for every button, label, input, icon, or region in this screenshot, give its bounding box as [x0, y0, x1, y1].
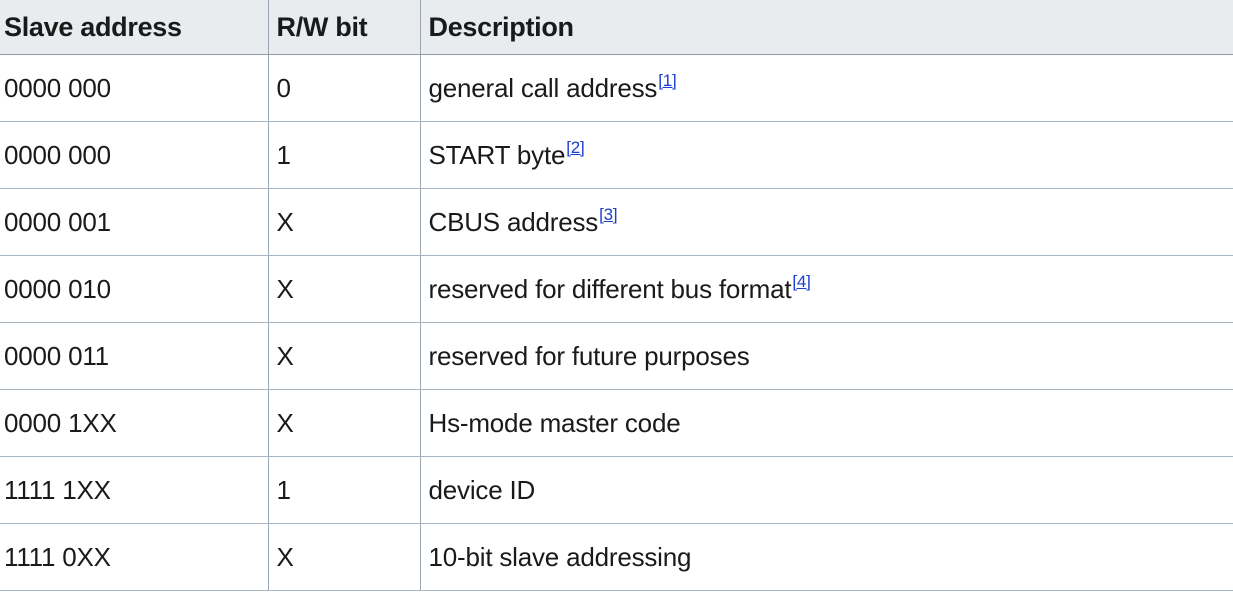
footnote-link[interactable]: [1]	[658, 70, 677, 90]
cell-description: general call address[1]	[420, 54, 1233, 122]
table-row: 0000 001 X CBUS address[3]	[0, 188, 1233, 256]
table-row: 1111 1XX 1 device ID	[0, 456, 1233, 524]
footnote-link[interactable]: [3]	[599, 204, 618, 224]
table-row: 0000 010 X reserved for different bus fo…	[0, 255, 1233, 323]
description-text: 10-bit slave addressing	[428, 541, 692, 572]
cell-description: Hs-mode master code	[420, 389, 1233, 457]
cell-slave-address: 0000 000	[0, 121, 269, 189]
footnote-link[interactable]: [2]	[566, 137, 585, 157]
description-text: general call address	[428, 72, 658, 103]
cell-rw-bit: X	[268, 389, 421, 457]
header-description: Description	[420, 0, 1233, 55]
cell-description: device ID	[420, 456, 1233, 524]
cell-rw-bit: X	[268, 188, 421, 256]
footnote-link[interactable]: [4]	[792, 271, 811, 291]
table-row: 0000 000 1 START byte[2]	[0, 121, 1233, 189]
cell-description: reserved for different bus format[4]	[420, 255, 1233, 323]
cell-rw-bit: 1	[268, 121, 421, 189]
cell-rw-bit: X	[268, 523, 421, 591]
cell-rw-bit: X	[268, 255, 421, 323]
cell-slave-address: 0000 011	[0, 322, 269, 390]
table-row: 0000 000 0 general call address[1]	[0, 54, 1233, 122]
cell-rw-bit: X	[268, 322, 421, 390]
cell-description: 10-bit slave addressing	[420, 523, 1233, 591]
cell-slave-address: 0000 001	[0, 188, 269, 256]
description-text: START byte	[428, 139, 566, 170]
cell-slave-address: 0000 1XX	[0, 389, 269, 457]
table-row: 1111 0XX X 10-bit slave addressing	[0, 523, 1233, 591]
cell-rw-bit: 1	[268, 456, 421, 524]
cell-description: reserved for future purposes	[420, 322, 1233, 390]
description-text: device ID	[428, 474, 536, 505]
cell-description: CBUS address[3]	[420, 188, 1233, 256]
table-header-row: Slave address R/W bit Description	[0, 0, 1233, 55]
description-text: reserved for future purposes	[428, 340, 750, 371]
cell-slave-address: 0000 000	[0, 54, 269, 122]
cell-description: START byte[2]	[420, 121, 1233, 189]
description-text: reserved for different bus format	[428, 273, 792, 304]
description-text: Hs-mode master code	[428, 407, 681, 438]
table-row: 0000 1XX X Hs-mode master code	[0, 389, 1233, 457]
cell-slave-address: 1111 1XX	[0, 456, 269, 524]
header-slave-address: Slave address	[0, 0, 269, 55]
cell-rw-bit: 0	[268, 54, 421, 122]
header-rw-bit: R/W bit	[268, 0, 421, 55]
description-text: CBUS address	[428, 206, 599, 237]
table-row: 0000 011 X reserved for future purposes	[0, 322, 1233, 390]
cell-slave-address: 1111 0XX	[0, 523, 269, 591]
cell-slave-address: 0000 010	[0, 255, 269, 323]
